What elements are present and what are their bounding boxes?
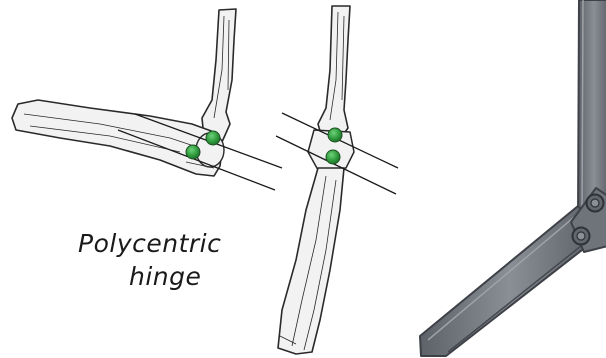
caption-line-hinge: hinge xyxy=(129,264,201,289)
bent-elbow-sketch xyxy=(12,9,236,176)
caption-line-polycentric: Polycentric xyxy=(78,231,221,256)
model-pin-lower xyxy=(573,228,590,245)
pivot-lower-left xyxy=(186,145,200,159)
pivot-upper-middle xyxy=(328,128,342,142)
model-pin-upper xyxy=(587,195,604,212)
bent-humerus xyxy=(202,9,236,142)
straight-arm-sketch xyxy=(278,6,354,354)
pivot-lower-middle xyxy=(326,150,340,164)
pivot-upper-left xyxy=(206,131,220,145)
straight-humerus xyxy=(318,6,350,142)
hinge-3d-model xyxy=(420,0,606,356)
